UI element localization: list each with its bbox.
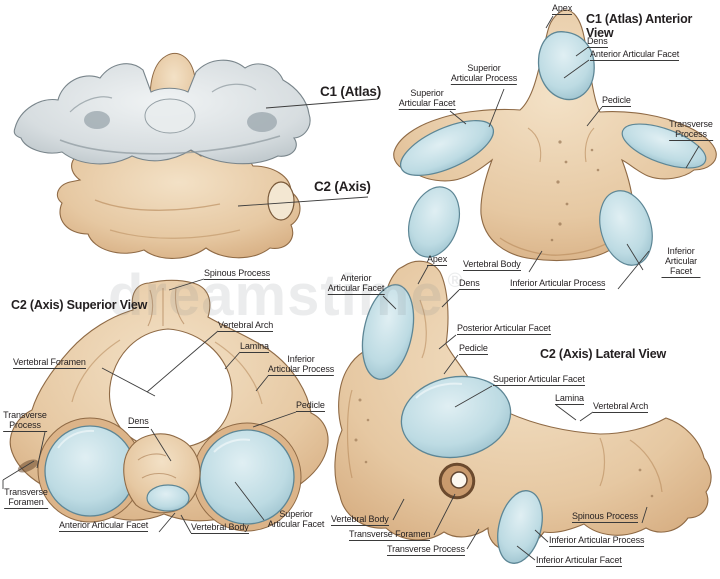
label-pedicle: Pedicle	[459, 343, 488, 356]
leader-line	[150, 428, 172, 462]
title-c2-axis-lateral-view: C2 (Axis) Lateral View	[540, 347, 666, 361]
label-vertebral-body: Vertebral Body	[463, 259, 521, 272]
leader-line	[441, 289, 460, 308]
label-superior-articular-facet: Superior Articular Facet	[267, 509, 325, 530]
label-transverse-foramen: Transverse Foramen	[4, 487, 48, 510]
watermark: dreamstime®	[108, 262, 463, 329]
label-dens: Dens	[128, 416, 149, 429]
title-c1-atlas-anterior-view: C1 (Atlas) Anterior View	[586, 12, 693, 40]
label-inferior-articular-process: Inferior Articular Process	[549, 535, 645, 548]
leader-line	[617, 250, 650, 290]
label-pedicle: Pedicle	[296, 400, 325, 413]
leader-line	[466, 528, 480, 550]
leader-line	[449, 110, 467, 125]
label-spinous-process: Spinous Process	[572, 511, 638, 524]
label-inferior-articular-facet: Inferior Articular Facet	[536, 555, 622, 568]
label-inferior-articular-facet: Inferior Articular Facet	[661, 246, 701, 279]
title-c2-axis-superior-view: C2 (Axis) Superior View	[11, 298, 148, 312]
label-apex: Apex	[552, 3, 572, 16]
label-c2-axis: C2 (Axis)	[314, 179, 371, 194]
label-anterior-articular-facet: Anterior Articular Facet	[590, 49, 679, 62]
leader-line	[101, 367, 156, 397]
label-vertebral-foramen: Vertebral Foramen	[13, 357, 86, 370]
leader-line	[237, 196, 369, 207]
leader-line	[36, 431, 46, 469]
label-vertebral-arch: Vertebral Arch	[218, 320, 273, 333]
leader-line	[2, 460, 35, 481]
label-vertebral-arch: Vertebral Arch	[593, 401, 648, 414]
leader-line	[575, 47, 588, 57]
leader-line	[382, 295, 397, 310]
label-inferior-articular-process: Inferior Articular Process	[510, 278, 606, 291]
label-vertebral-body: Vertebral Body	[331, 514, 389, 527]
label-dens: Dens	[459, 278, 480, 291]
anterior-view-illustration	[393, 9, 717, 266]
label-superior-articular-facet: Superior Articular Facet	[493, 374, 585, 387]
leader-line	[224, 351, 241, 370]
label-lamina: Lamina	[240, 341, 269, 354]
leader-line	[255, 375, 269, 392]
label-transverse-process: Transverse Process	[3, 410, 47, 433]
leader-line	[433, 493, 456, 536]
label-apex: Apex	[427, 254, 447, 267]
leader-line	[534, 529, 549, 543]
leader-line	[417, 265, 429, 285]
superior-view-illustration	[9, 279, 329, 532]
lateral-view-illustration	[334, 260, 712, 564]
leader-line	[392, 498, 405, 521]
overview-illustration	[13, 52, 311, 259]
leader-line	[685, 145, 700, 169]
registered-mark: ®	[447, 270, 464, 292]
leader-line	[579, 411, 594, 422]
label-posterior-articular-facet: Posterior Articular Facet	[457, 323, 551, 336]
leader-line	[563, 59, 590, 79]
leader-line	[545, 15, 554, 29]
leader-line	[641, 506, 648, 524]
label-anterior-articular-facet: Anterior Articular Facet	[59, 520, 148, 533]
leader-line	[234, 481, 265, 521]
label-spinous-process: Spinous Process	[204, 268, 270, 281]
leader-line	[454, 385, 493, 408]
leader-line	[516, 545, 536, 561]
leader-line	[528, 250, 543, 273]
watermark-text: dreamstime	[108, 263, 444, 328]
leader-line	[488, 88, 505, 128]
leader-line	[443, 354, 459, 375]
leader-line	[180, 514, 192, 534]
leader-line	[265, 98, 379, 109]
label-lamina: Lamina	[555, 393, 584, 406]
label-dens: Dens	[587, 36, 608, 49]
leader-line	[146, 330, 219, 393]
label-transverse-foramen: Transverse Foramen	[349, 529, 431, 542]
label-pedicle: Pedicle	[602, 95, 631, 108]
leader-line	[555, 404, 577, 421]
label-superior-articular-process: Superior Articular Process	[450, 63, 517, 86]
leader-line	[586, 106, 603, 127]
label-transverse-process: Transverse Process	[387, 544, 465, 557]
label-inferior-articular-process: Inferior Articular Process	[267, 354, 334, 377]
label-vertebral-body: Vertebral Body	[191, 522, 249, 535]
leader-line	[252, 411, 297, 428]
label-transverse-process: Transverse Process	[669, 119, 713, 142]
leader-line	[438, 334, 457, 350]
label-c1-atlas: C1 (Atlas)	[320, 84, 382, 99]
label-anterior-articular-facet: Anterior Articular Facet	[327, 273, 384, 296]
leader-line	[158, 512, 176, 533]
leader-line	[626, 243, 644, 271]
leader-line	[168, 278, 205, 291]
label-superior-articular-facet: Superior Articular Facet	[398, 88, 455, 111]
